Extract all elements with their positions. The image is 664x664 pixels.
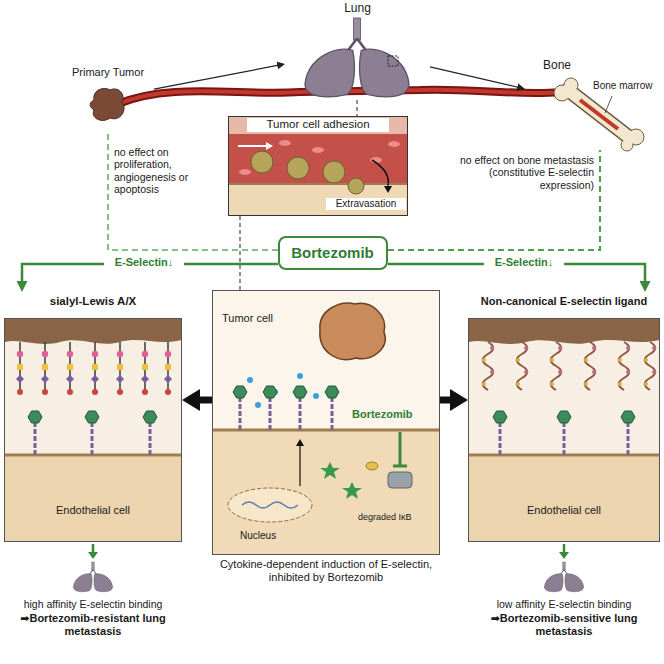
cytokine-panel-art xyxy=(213,291,440,555)
connector xyxy=(192,397,212,404)
node-heading: Lung xyxy=(332,1,383,15)
node-text: degraded IκB xyxy=(358,512,436,523)
node-heading: Tumor cell adhesion xyxy=(247,118,389,132)
outcome-label: high affinity E-selectin binding xyxy=(4,598,182,610)
edge-label: E-Selectin↓ xyxy=(484,256,564,269)
zoom-square xyxy=(388,56,398,66)
edge-label: E-Selectin↓ xyxy=(104,256,184,269)
node-heading: Tumor cell xyxy=(222,312,302,325)
adhesion-scene xyxy=(229,117,407,215)
connector xyxy=(357,100,358,116)
node-text: Endothelial cell xyxy=(504,504,624,517)
primary-tumor xyxy=(90,88,124,120)
node-text: Nucleus xyxy=(240,530,302,542)
right-panel-art xyxy=(469,319,660,542)
drug-box: Bortezomib xyxy=(278,236,388,270)
edge-label: no effect on bone metastasis (constituti… xyxy=(458,154,594,191)
node-heading: Bortezomib xyxy=(280,244,385,262)
connector xyxy=(430,67,521,88)
node-heading: Bone xyxy=(543,58,585,72)
left-panel-art xyxy=(5,319,182,542)
edge-label: no effect on proliferation, angiogenesis… xyxy=(114,146,224,196)
node-heading: Primary Tumor xyxy=(62,66,154,79)
outcome-label: ➡Bortezomib-sensitive lung metastasis xyxy=(468,612,660,638)
ligand-panel: Non-canonical E-selectin ligandEndotheli… xyxy=(468,292,660,542)
lung-node: Lung xyxy=(285,0,430,100)
cytokine-panel: Tumor cellBortezomibNucleus degraded IκB C… xyxy=(212,290,440,602)
tumor-node: Primary Tumor xyxy=(62,66,154,130)
connector xyxy=(240,216,241,290)
node-text: Cytokine-dependent induction of E-select… xyxy=(212,558,440,584)
outcome-arrows xyxy=(88,544,569,559)
node-heading: Non-canonical E-selectin ligand xyxy=(468,295,660,308)
lung-small-right xyxy=(544,562,583,592)
node-text: Extravasation xyxy=(326,198,406,210)
adhesion-panel: Tumor cell adhesionExtravasation xyxy=(228,116,408,216)
sialyl-panel: sialyl-Lewis A/X Endothelial cell xyxy=(4,292,182,542)
node-heading: sialyl-Lewis A/X xyxy=(4,295,182,309)
node-text: Bone marrow xyxy=(593,80,655,92)
outcome-label: ➡Bortezomib-resistant lung metastasis xyxy=(4,612,182,638)
outcome-label: low affinity E-selectin binding xyxy=(468,598,660,610)
connector xyxy=(388,150,600,250)
lung-figure xyxy=(305,18,409,97)
connector xyxy=(108,130,278,250)
connector xyxy=(440,397,458,404)
bone-node: BoneBone marrow xyxy=(525,58,655,150)
lung-small-left xyxy=(73,562,112,592)
node-text: Endothelial cell xyxy=(33,504,153,517)
node-text: Bortezomib xyxy=(352,408,436,421)
connector xyxy=(154,65,281,90)
